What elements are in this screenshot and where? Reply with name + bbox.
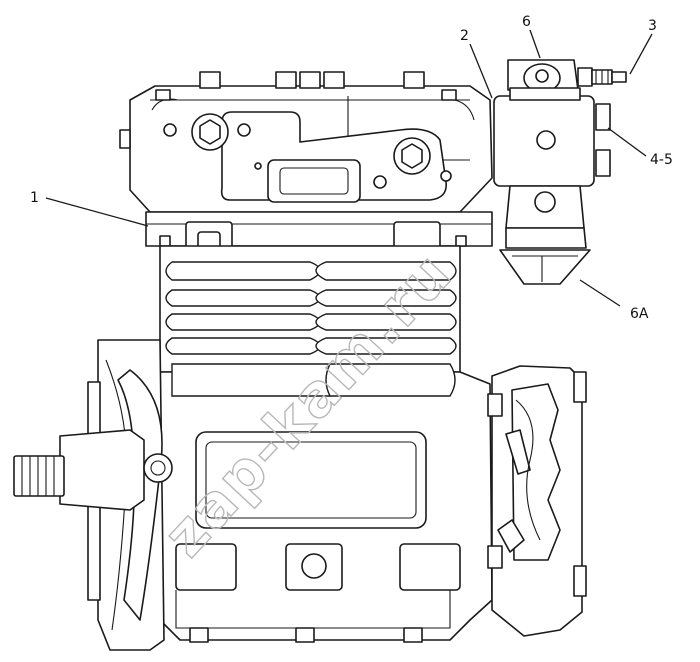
leader-lines	[45, 29, 653, 307]
gasket-plate	[145, 211, 493, 261]
callout-6: 6	[522, 14, 531, 30]
leader-6	[529, 29, 541, 59]
head-top-bolts	[119, 71, 457, 149]
callout-2: 2	[460, 28, 469, 44]
crankcase	[147, 363, 493, 643]
callout-6a: 6A	[630, 306, 649, 322]
rear-cover	[487, 365, 587, 637]
callouts: 1 2 3 4-5 6 6A	[30, 14, 673, 322]
leader-45	[607, 127, 647, 157]
leader-6a	[579, 279, 621, 307]
callout-3: 3	[648, 18, 657, 34]
leader-1	[45, 197, 149, 227]
head-right-nut	[393, 137, 431, 175]
leader-2	[469, 43, 493, 99]
governor-assembly	[493, 59, 627, 285]
head-left-nut	[191, 113, 229, 151]
leader-3	[629, 33, 653, 75]
callout-4-5: 4-5	[650, 152, 673, 168]
cylinder-head	[119, 71, 493, 213]
fitting-3	[577, 67, 627, 87]
front-flange	[59, 339, 165, 651]
cylinder-block	[159, 245, 461, 373]
drive-shaft	[13, 453, 173, 497]
cooling-fins	[165, 261, 457, 355]
callout-1: 1	[30, 190, 39, 206]
